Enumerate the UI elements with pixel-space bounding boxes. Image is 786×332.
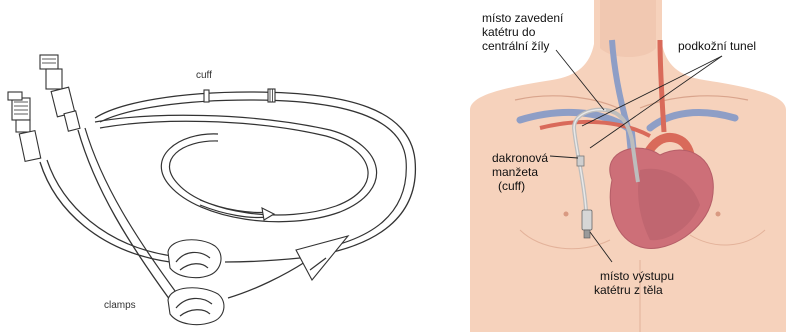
- exit-label-line1: místo výstupu: [600, 269, 674, 283]
- nipple-left: [564, 212, 569, 217]
- clamp-lower: [168, 288, 224, 325]
- exit-label-line2: katétru z těla: [594, 283, 663, 297]
- dacron-label-line1: dakronová: [492, 151, 548, 165]
- catheter-tip-end: [262, 208, 274, 220]
- lumen-to-junction-lower: [228, 262, 305, 298]
- tunnel-label: podkožní tunel: [678, 39, 756, 53]
- lumen-left: [40, 162, 170, 262]
- insertion-label-line2: katétru do: [482, 25, 536, 39]
- clamps-label: clamps: [104, 300, 136, 311]
- catheter-inner-coil-edge: [100, 121, 368, 215]
- luer-hub-left: [8, 92, 41, 161]
- lumen-to-junction-upper: [225, 258, 300, 262]
- nipple-right: [716, 212, 721, 217]
- dacron-label-line3: (cuff): [498, 179, 525, 193]
- anatomy-illustration: místo zavedení katétru do centrální žíly…: [470, 0, 786, 332]
- catheter-cap: [584, 230, 590, 238]
- y-junction: [296, 236, 348, 280]
- catheter-inner-coil: [95, 115, 377, 221]
- neck-shadow: [600, 0, 656, 57]
- insertion-label-line1: místo zavedení: [482, 11, 564, 25]
- catheter-external-hub: [582, 210, 592, 230]
- clamp-upper: [168, 240, 221, 278]
- insertion-label-line3: centrální žíly: [482, 39, 549, 53]
- lumen-right-edge: [85, 128, 178, 295]
- cuff-label: cuff: [196, 70, 212, 81]
- dacron-cuff: [577, 156, 584, 166]
- luer-hub-right: [40, 55, 80, 131]
- catheter-device-drawing: cuff clamps: [8, 55, 415, 325]
- dacron-label-line2: manžeta: [492, 165, 538, 179]
